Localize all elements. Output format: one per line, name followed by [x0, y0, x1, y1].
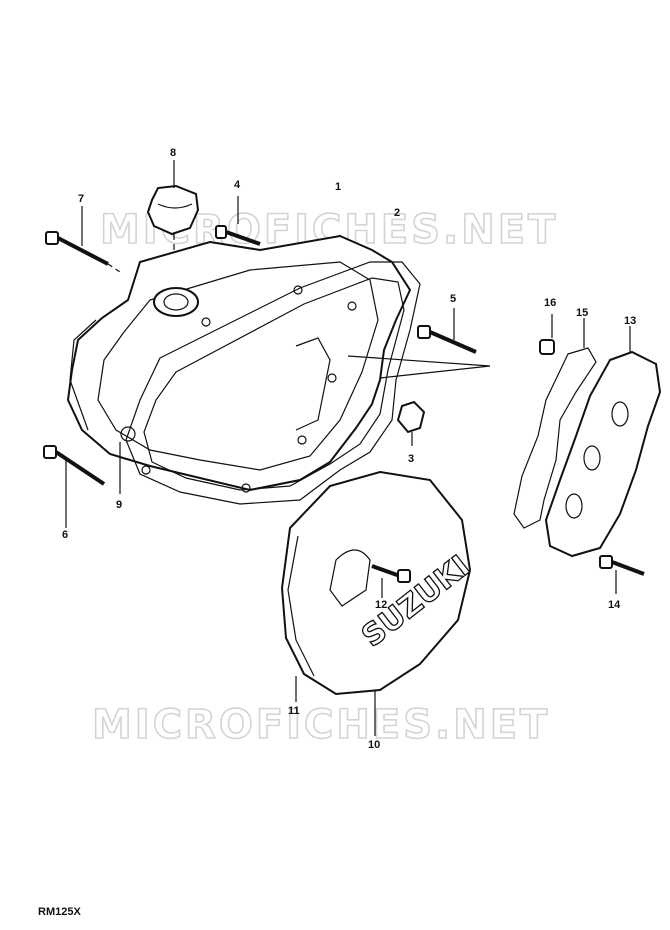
- part-5-bolt: [347, 308, 491, 379]
- callout-2: 2: [394, 207, 400, 219]
- part-3-dowel-pin: [396, 400, 426, 446]
- callout-7: 7: [78, 193, 84, 205]
- callout-5: 5: [450, 293, 456, 305]
- part-6-bolt: [43, 445, 106, 528]
- callout-8: 8: [170, 147, 176, 159]
- callout-16: 16: [544, 297, 556, 309]
- part-8-oil-filler-cap: [146, 160, 200, 262]
- part-1-crankcase-cover: [66, 234, 412, 493]
- part-15-plate-gasket: [513, 318, 597, 529]
- callout-10: 10: [368, 739, 380, 751]
- callout-1: 1: [335, 181, 341, 193]
- part-4-bolt: [215, 196, 261, 246]
- callout-12: 12: [375, 599, 387, 611]
- callout-4: 4: [234, 179, 241, 191]
- callout-11: 11: [288, 705, 300, 717]
- part-13-cover-plate: [544, 326, 662, 558]
- part-7-bolt: [45, 206, 121, 273]
- part-14-bolt: [599, 555, 645, 594]
- callout-6: 6: [62, 529, 68, 541]
- part-16-dowel: [539, 314, 555, 355]
- callout-14: 14: [608, 599, 621, 611]
- part-2-gasket: [125, 261, 421, 505]
- watermark-bottom: MICROFICHES.NET: [92, 702, 550, 748]
- callout-13: 13: [624, 315, 636, 327]
- model-code: RM125X: [38, 906, 81, 918]
- callout-15: 15: [576, 307, 588, 319]
- callout-3: 3: [408, 453, 414, 465]
- callout-9: 9: [116, 499, 122, 511]
- part-12-screw: [371, 564, 411, 598]
